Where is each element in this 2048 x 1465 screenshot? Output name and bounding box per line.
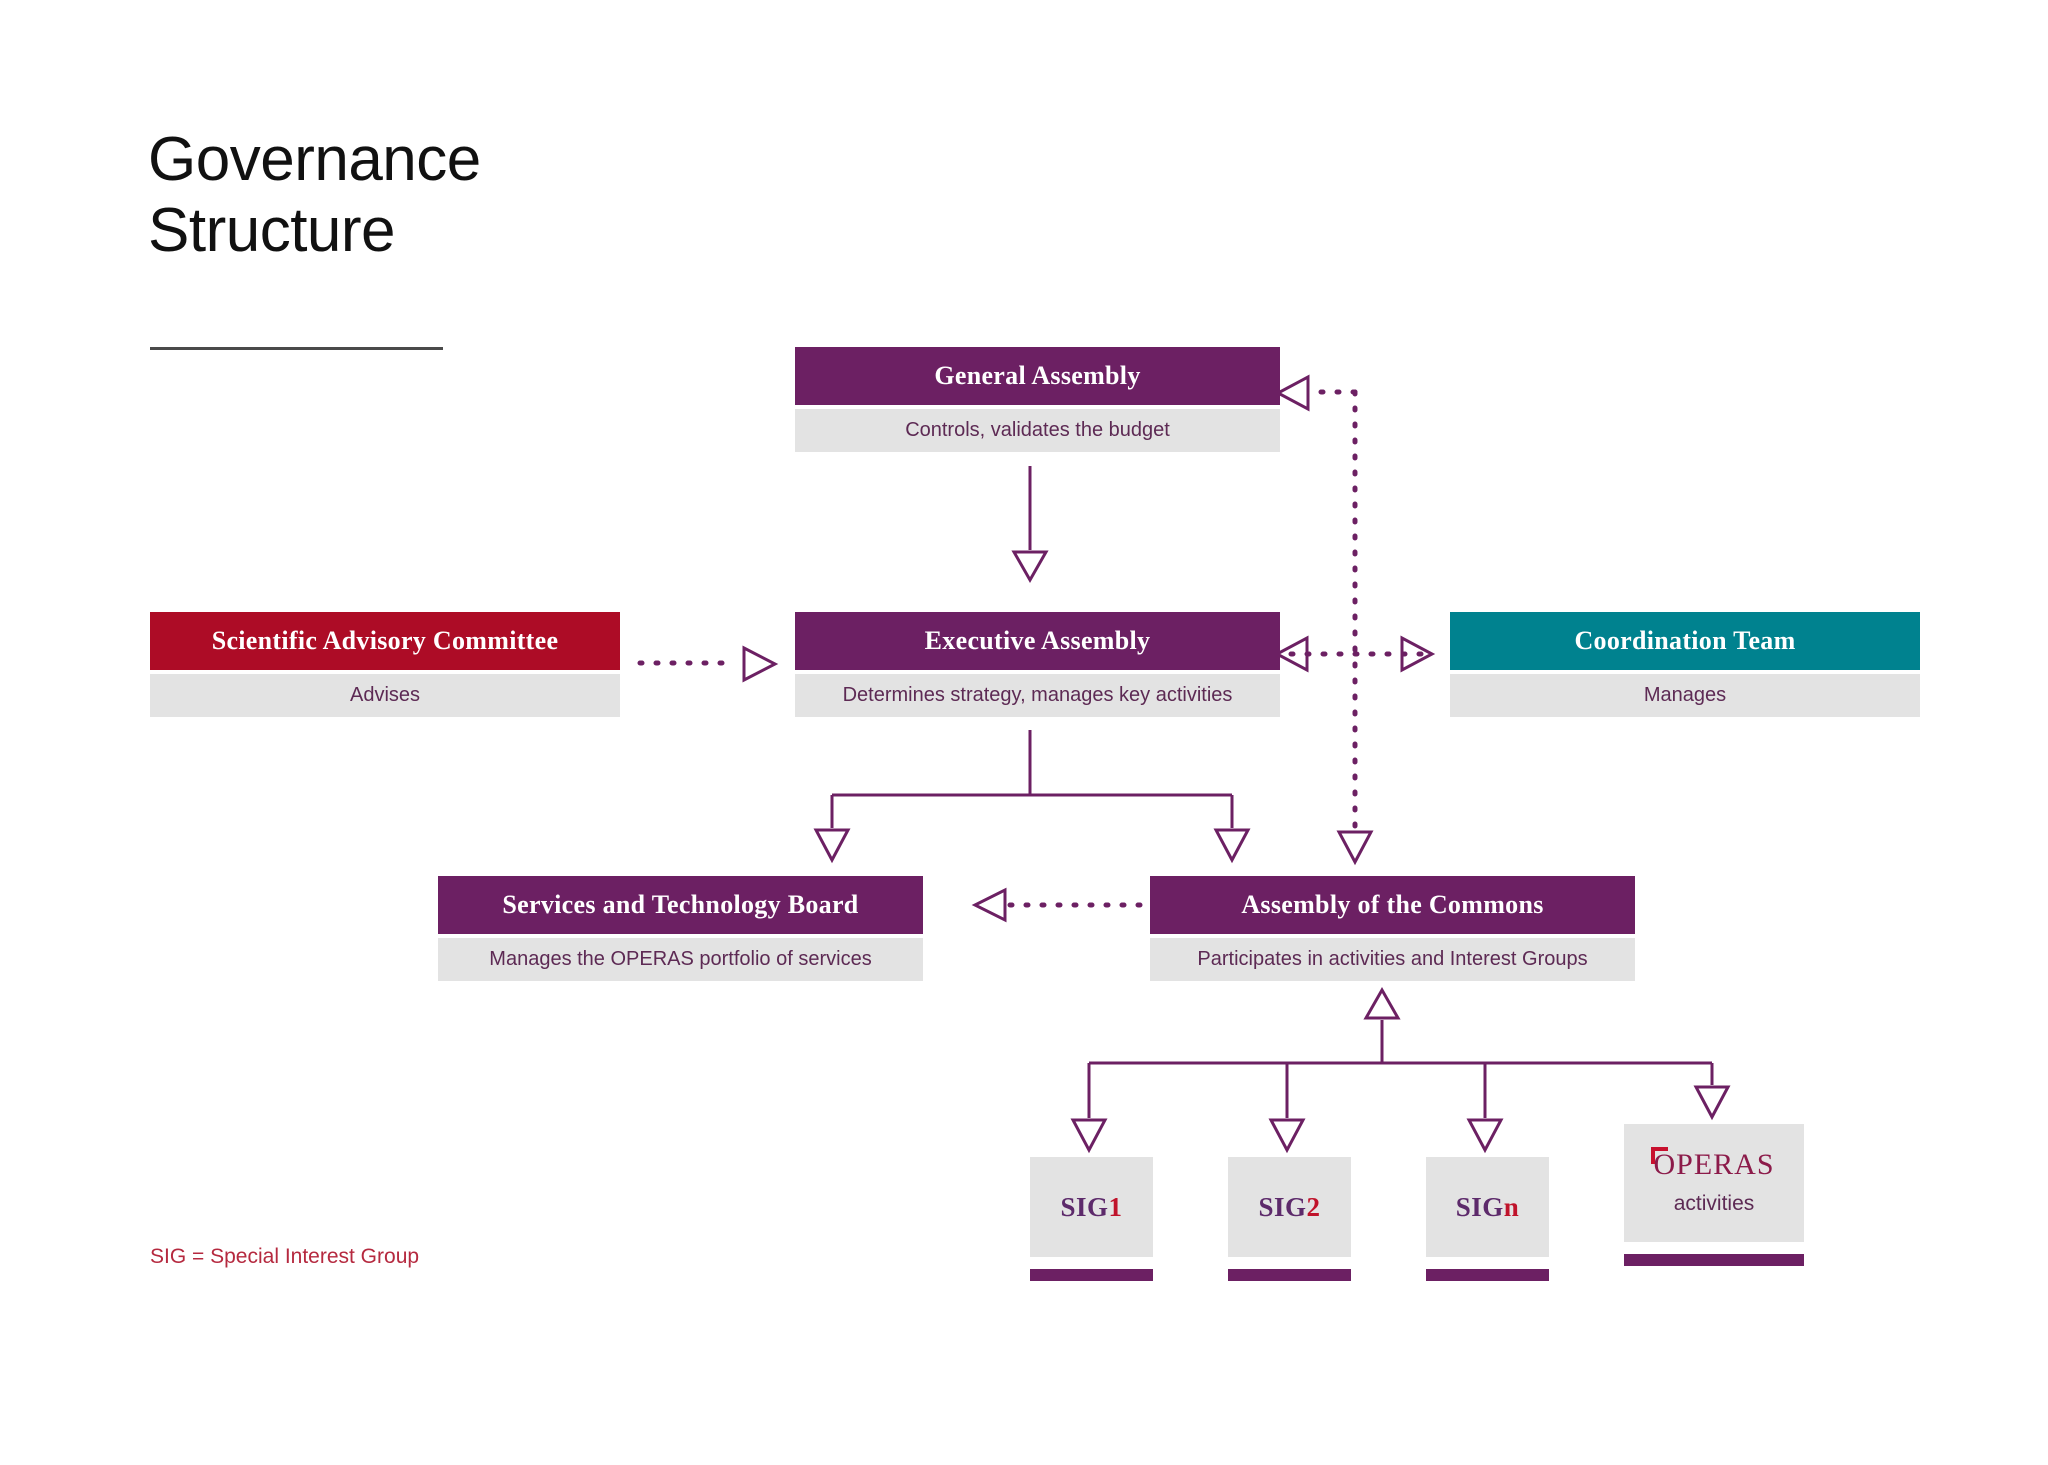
operas-logo-icon: OPERAS bbox=[1651, 1147, 1775, 1181]
node-services-technology-board-description: Manages the OPERAS portfolio of services bbox=[438, 938, 923, 981]
node-scientific-advisory-committee-description: Advises bbox=[150, 674, 620, 717]
card-sig1-underline bbox=[1030, 1269, 1153, 1281]
title-divider bbox=[150, 347, 443, 350]
card-sig1-panel: SIG1 bbox=[1030, 1157, 1153, 1257]
arrowhead-down-operas bbox=[1693, 1085, 1731, 1121]
arrowhead-left-ga bbox=[1274, 374, 1310, 412]
node-executive-assembly-description: Determines strategy, manages key activit… bbox=[795, 674, 1280, 717]
node-coordination-team[interactable]: Coordination Team Manages bbox=[1450, 612, 1920, 717]
card-sig2[interactable]: SIG2 bbox=[1228, 1157, 1351, 1281]
operas-logo-text: OPERAS bbox=[1653, 1148, 1775, 1181]
card-operas-activities[interactable]: OPERAS activities bbox=[1624, 1124, 1804, 1266]
card-operas-sublabel: activities bbox=[1673, 1192, 1755, 1215]
node-services-technology-board[interactable]: Services and Technology Board Manages th… bbox=[438, 876, 923, 981]
node-scientific-advisory-committee[interactable]: Scientific Advisory Committee Advises bbox=[150, 612, 620, 717]
arrowhead-down-ea bbox=[1011, 550, 1049, 584]
arrowhead-down-aoc bbox=[1213, 828, 1251, 864]
node-executive-assembly-title: Executive Assembly bbox=[795, 612, 1280, 670]
arrowhead-right-ea bbox=[742, 645, 779, 683]
node-services-technology-board-title: Services and Technology Board bbox=[438, 876, 923, 934]
node-general-assembly-title: General Assembly bbox=[795, 347, 1280, 405]
card-sig1[interactable]: SIG1 bbox=[1030, 1157, 1153, 1281]
arrowhead-right-ct bbox=[1400, 635, 1436, 673]
arrowhead-down-sign bbox=[1466, 1118, 1504, 1154]
card-sign-underline bbox=[1426, 1269, 1549, 1281]
node-general-assembly-description: Controls, validates the budget bbox=[795, 409, 1280, 452]
arrowhead-down-aoc-dotted bbox=[1336, 830, 1374, 866]
arrowhead-up-aoc bbox=[1363, 986, 1401, 1020]
operas-mark-icon bbox=[1651, 1147, 1669, 1164]
card-sign[interactable]: SIGn bbox=[1426, 1157, 1549, 1281]
node-general-assembly[interactable]: General Assembly Controls, validates the… bbox=[795, 347, 1280, 452]
node-executive-assembly[interactable]: Executive Assembly Determines strategy, … bbox=[795, 612, 1280, 717]
node-assembly-of-the-commons-description: Participates in activities and Interest … bbox=[1150, 938, 1635, 981]
arrowhead-left-ea bbox=[1273, 635, 1309, 673]
arrowhead-left-stb bbox=[971, 887, 1007, 923]
arrowhead-down-stb bbox=[813, 828, 851, 864]
card-sign-panel: SIGn bbox=[1426, 1157, 1549, 1257]
card-sign-label: SIGn bbox=[1455, 1191, 1520, 1222]
card-sig2-underline bbox=[1228, 1269, 1351, 1281]
card-sig1-label: SIG1 bbox=[1060, 1191, 1123, 1222]
legend-sig-definition: SIG = Special Interest Group bbox=[150, 1245, 420, 1268]
page-title: Governance Structure bbox=[148, 125, 481, 266]
arrowhead-down-sig2 bbox=[1268, 1118, 1306, 1154]
card-sig2-label: SIG2 bbox=[1258, 1191, 1321, 1222]
card-sig2-panel: SIG2 bbox=[1228, 1157, 1351, 1257]
card-operas-panel: OPERAS activities bbox=[1624, 1124, 1804, 1242]
node-coordination-team-description: Manages bbox=[1450, 674, 1920, 717]
node-assembly-of-the-commons-title: Assembly of the Commons bbox=[1150, 876, 1635, 934]
card-operas-underline bbox=[1624, 1254, 1804, 1266]
arrowhead-down-sig1 bbox=[1070, 1118, 1108, 1154]
node-assembly-of-the-commons[interactable]: Assembly of the Commons Participates in … bbox=[1150, 876, 1635, 981]
node-coordination-team-title: Coordination Team bbox=[1450, 612, 1920, 670]
node-scientific-advisory-committee-title: Scientific Advisory Committee bbox=[150, 612, 620, 670]
